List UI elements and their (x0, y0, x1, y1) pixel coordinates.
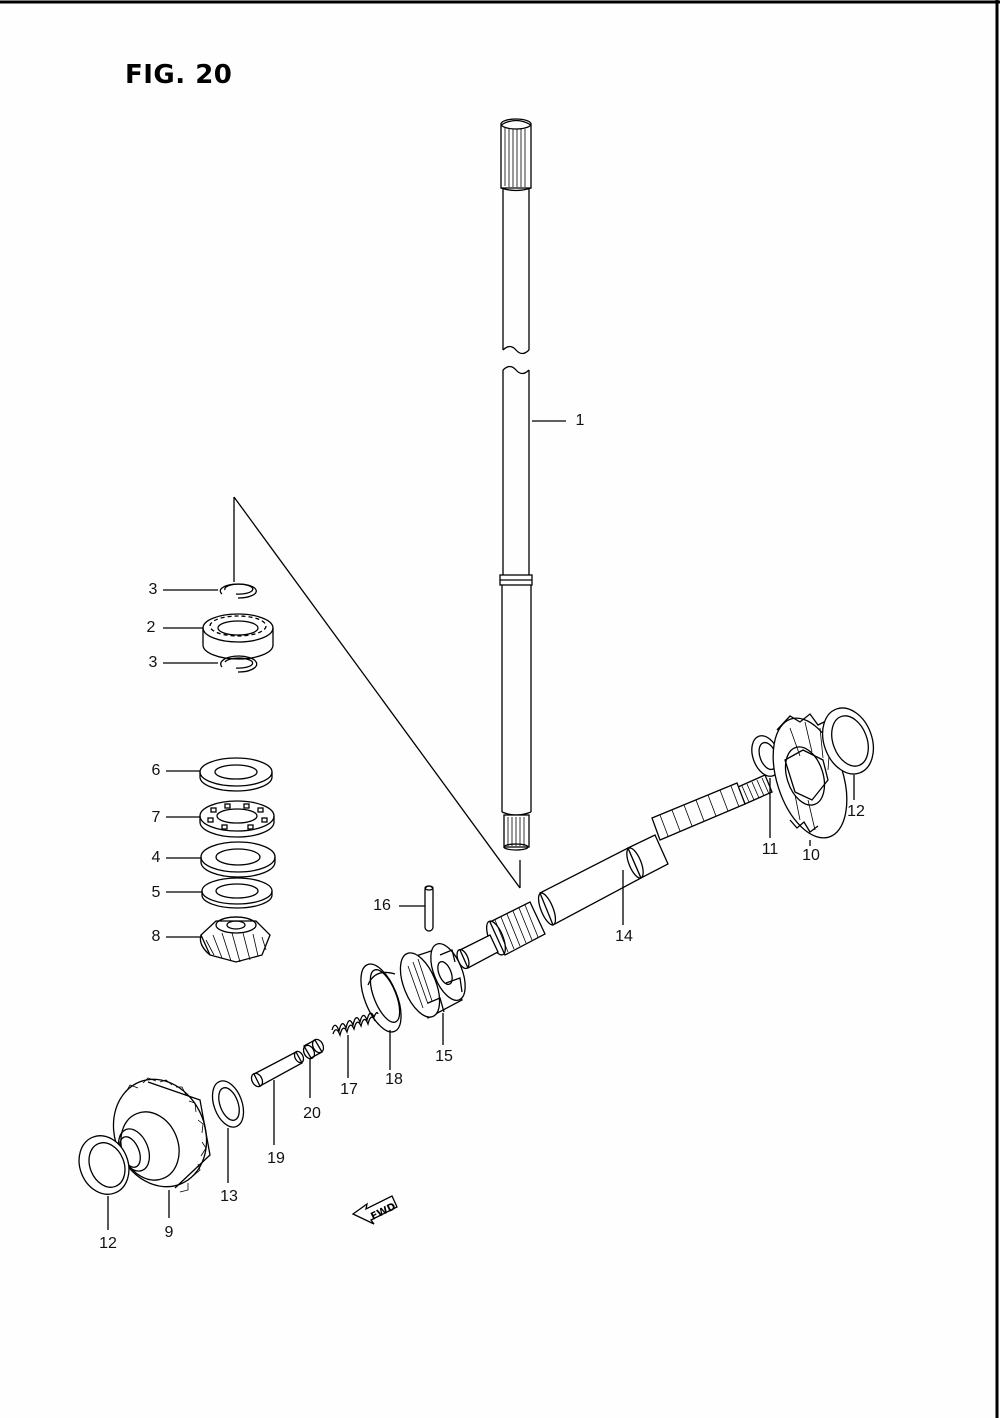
assembly-guide-line (233, 496, 521, 889)
callout-part-12-right: 12 (847, 803, 865, 820)
leader-lines (107, 420, 855, 1230)
drive-shaft-icon (499, 118, 533, 851)
callout-part-15: 15 (435, 1048, 453, 1065)
callout-part-7: 7 (151, 809, 161, 826)
callout-part-6: 6 (151, 762, 161, 779)
callout-part-9: 9 (164, 1224, 174, 1241)
spring-icon (331, 1011, 379, 1038)
callout-part-4: 4 (151, 849, 161, 866)
propeller-shaft-icon (456, 774, 773, 970)
callout-part-1: 1 (575, 412, 585, 429)
washer-icon (199, 757, 273, 792)
clutch-dog-icon (399, 943, 466, 1019)
retainer-ring-icon (360, 963, 402, 1033)
callout-part-8: 8 (151, 928, 161, 945)
callout-part-10: 10 (802, 847, 820, 864)
callout-part-16: 16 (373, 897, 391, 914)
forward-gear-icon (112, 1077, 211, 1193)
callout-part-3-lower: 3 (148, 654, 158, 671)
thrust-bearing-icon (199, 800, 275, 838)
callout-part-2: 2 (146, 619, 156, 636)
ball-icon (302, 1038, 325, 1060)
washer-icon (201, 877, 273, 909)
callout-part-11: 11 (761, 841, 779, 858)
pin-icon (424, 885, 434, 932)
shim-icon (821, 707, 875, 775)
circlip-icon (220, 655, 258, 673)
ball-bearing-icon (202, 613, 274, 660)
callout-part-12-left: 12 (99, 1235, 117, 1252)
callout-part-3-upper: 3 (148, 581, 158, 598)
callout-part-13: 13 (220, 1188, 238, 1205)
callout-part-5: 5 (151, 884, 161, 901)
callout-part-20: 20 (303, 1105, 321, 1122)
callout-part-17: 17 (340, 1081, 358, 1098)
push-rod-icon (250, 1050, 305, 1088)
figure-title: FIG. 20 (125, 60, 233, 90)
callout-part-18: 18 (385, 1071, 403, 1088)
circlip-icon (219, 583, 257, 599)
callout-part-14: 14 (615, 928, 633, 945)
shim-icon (78, 1135, 130, 1195)
washer-icon (211, 1080, 245, 1128)
washer-icon (200, 841, 276, 878)
fwd-arrow-icon: FWD (351, 1195, 398, 1225)
callout-part-19: 19 (267, 1150, 285, 1167)
pinion-gear-icon (199, 916, 271, 963)
